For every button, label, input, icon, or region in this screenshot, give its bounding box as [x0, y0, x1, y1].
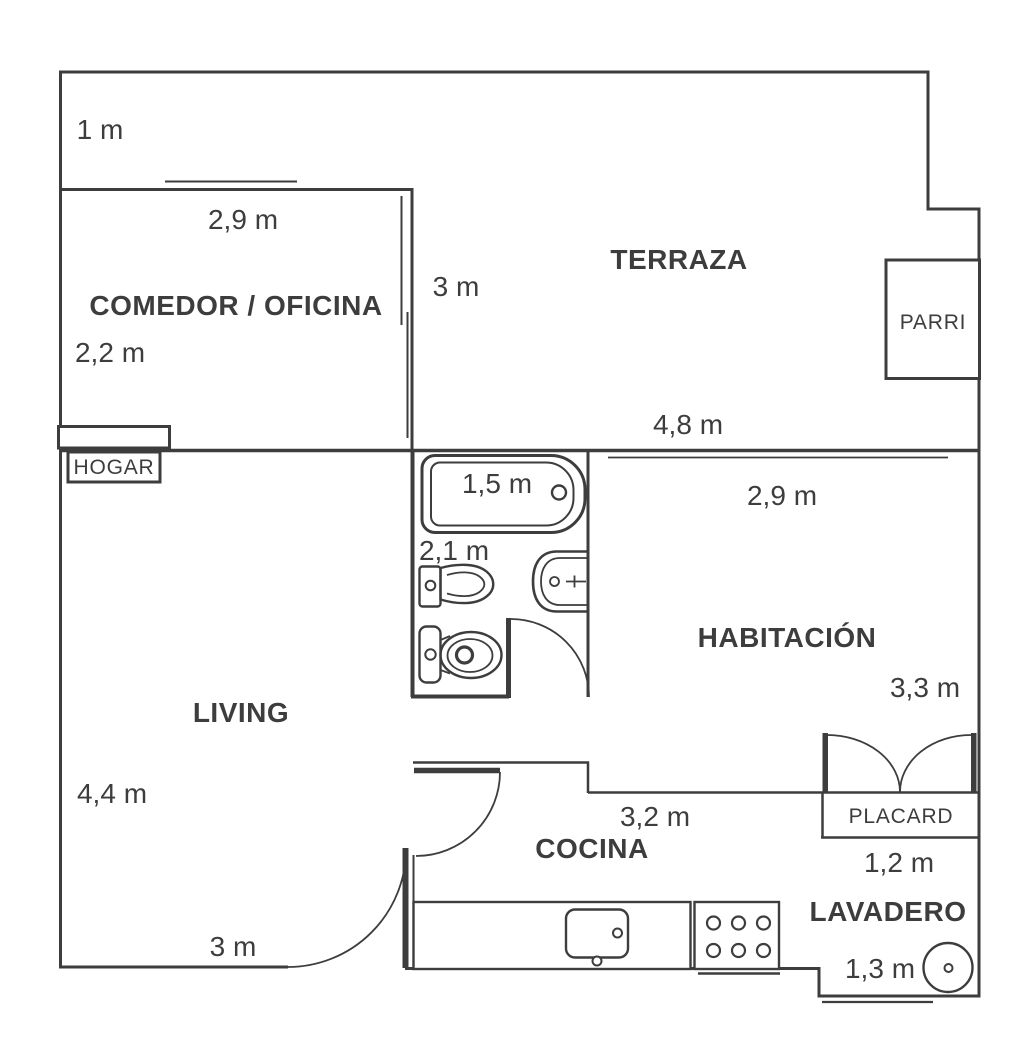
- room-label-lavadero: LAVADERO: [810, 896, 967, 927]
- counter-rect: [412, 900, 692, 971]
- placard-label: PLACARD: [849, 805, 954, 828]
- grill-label: PARRI: [900, 311, 967, 334]
- bathroom-walls: [410, 450, 590, 699]
- sink-drain-knob: [591, 955, 603, 967]
- bidet: [418, 563, 495, 608]
- placard-door-jamb-left: [822, 733, 828, 792]
- cocina-width-dimension: 3,2 m: [620, 801, 690, 832]
- comedor-width-dimension: 2,9 m: [208, 204, 278, 235]
- lavadero-width-dimension: 1,3 m: [845, 953, 915, 984]
- bathtub-inner: [430, 461, 575, 527]
- toilet-drain: [454, 645, 475, 665]
- burner-icon: [755, 915, 772, 931]
- washbasin-outer: [531, 550, 587, 613]
- stove-rect: [693, 900, 781, 971]
- burner-icon: [705, 915, 722, 931]
- bidet-bowl: [439, 563, 495, 605]
- toilet: [418, 625, 503, 684]
- room-label-cocina: COCINA: [535, 833, 648, 864]
- washbasin-inner: [540, 557, 587, 606]
- bathtub-drain: [550, 484, 568, 501]
- placard-door-arc-right: [899, 734, 972, 793]
- bathroom-door: [506, 618, 590, 698]
- washing-machine-center: [943, 963, 954, 973]
- living-door: [287, 848, 409, 968]
- bidet-tank: [418, 565, 442, 608]
- bathroom-width-dimension: 2,1 m: [419, 535, 489, 566]
- toilet-button: [424, 648, 437, 661]
- washbasin: [531, 550, 587, 613]
- washbasin-drain: [549, 576, 560, 587]
- burner-icon: [705, 942, 722, 959]
- bidet-button: [424, 579, 437, 592]
- bathtub: [420, 454, 587, 534]
- sink-faucet: [612, 927, 623, 939]
- toilet-bowl: [439, 630, 503, 680]
- room-label-habitacion: HABITACIÓN: [698, 622, 877, 653]
- habitacion-width-dimension: 2,9 m: [747, 480, 817, 511]
- kitchen-door: [414, 767, 501, 857]
- comedor-walls: [60, 180, 414, 450]
- bathtub-outer: [420, 454, 587, 534]
- grill-box: [884, 258, 981, 380]
- placard-door-arc-left: [826, 734, 901, 793]
- washing-machine: [922, 941, 974, 994]
- toilet-connector: [440, 635, 451, 675]
- kitchen-door-swing-arc: [415, 771, 501, 857]
- lavadero-fixtures: [822, 941, 974, 1004]
- fireplace-box: [66, 450, 162, 484]
- placard: [821, 733, 980, 839]
- living-depth-dimension: 4,4 m: [77, 778, 147, 809]
- living-door-swing-arc: [287, 848, 407, 968]
- balcony-dimension: 1 m: [77, 114, 124, 145]
- toilet-bowl-inner: [446, 638, 494, 673]
- placard-width-dimension: 1,2 m: [864, 847, 934, 878]
- bathroom-door-swing-arc: [510, 618, 590, 698]
- kitchen-counter: [412, 900, 692, 971]
- habitacion-depth-dimension: 3,3 m: [890, 672, 960, 703]
- terraza-width-dimension: 4,8 m: [653, 409, 723, 440]
- room-label-living: LIVING: [193, 697, 289, 728]
- living-width-dimension: 3 m: [210, 931, 257, 962]
- comedor-depth-dimension: 2,2 m: [75, 337, 145, 368]
- stove: [693, 900, 781, 975]
- fireplace-niche: [57, 425, 171, 450]
- fireplace-label: HOGAR: [73, 456, 154, 479]
- burner-icon: [755, 942, 772, 959]
- washbasin-faucet: [566, 575, 586, 588]
- burner-icon: [730, 915, 747, 931]
- room-label-comedor: COMEDOR / OFICINA: [89, 290, 382, 321]
- toilet-tank: [418, 625, 442, 684]
- fireplace: [57, 425, 171, 484]
- comedor-side-dimension: 3 m: [433, 271, 480, 302]
- burner-icon: [730, 942, 747, 959]
- room-label-terraza: TERRAZA: [610, 244, 747, 275]
- placard-door-jamb-right: [971, 733, 977, 792]
- bathtub-dimension: 1,5 m: [462, 468, 532, 499]
- bidet-bowl-inner: [446, 571, 486, 598]
